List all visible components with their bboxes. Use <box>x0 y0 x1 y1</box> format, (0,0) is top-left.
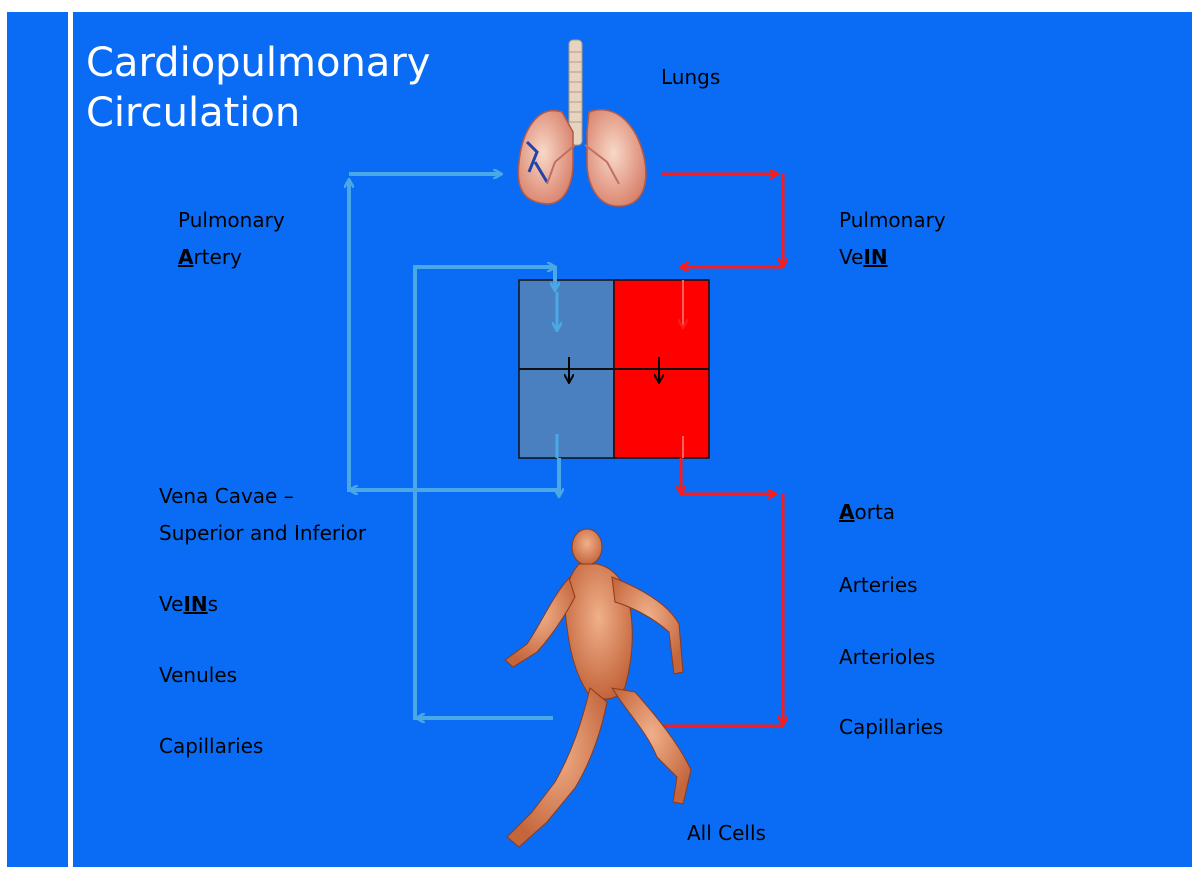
label-vena-cavae-line2: Superior and Inferior <box>159 515 366 552</box>
running-figure-icon <box>505 529 691 847</box>
label-pulmonary-artery: Pulmonary Artery <box>178 202 285 276</box>
label-vena-cavae: Vena Cavae – Superior and Inferior <box>159 478 366 552</box>
label-veins: VeINs <box>159 586 218 623</box>
heart-chambers <box>519 280 709 458</box>
label-capillaries-right: Capillaries <box>839 709 943 746</box>
lungs-illustration-icon <box>518 40 646 206</box>
label-pulmonary-artery-line2: Artery <box>178 239 285 276</box>
label-aorta: Aorta <box>839 494 895 531</box>
label-all-cells: All Cells <box>687 815 766 852</box>
label-pulmonary-vein-line2: VeIN <box>839 239 946 276</box>
label-venules: Venules <box>159 657 237 694</box>
label-vena-cavae-line1: Vena Cavae – <box>159 478 366 515</box>
label-capillaries-left: Capillaries <box>159 728 263 765</box>
label-pulmonary-artery-line1: Pulmonary <box>178 202 285 239</box>
label-pulmonary-vein-line1: Pulmonary <box>839 202 946 239</box>
label-arterioles: Arterioles <box>839 639 935 676</box>
label-arteries: Arteries <box>839 567 918 604</box>
label-pulmonary-vein: Pulmonary VeIN <box>839 202 946 276</box>
label-lungs: Lungs <box>661 59 720 96</box>
slide: Cardiopulmonary Circulation <box>7 12 1192 867</box>
